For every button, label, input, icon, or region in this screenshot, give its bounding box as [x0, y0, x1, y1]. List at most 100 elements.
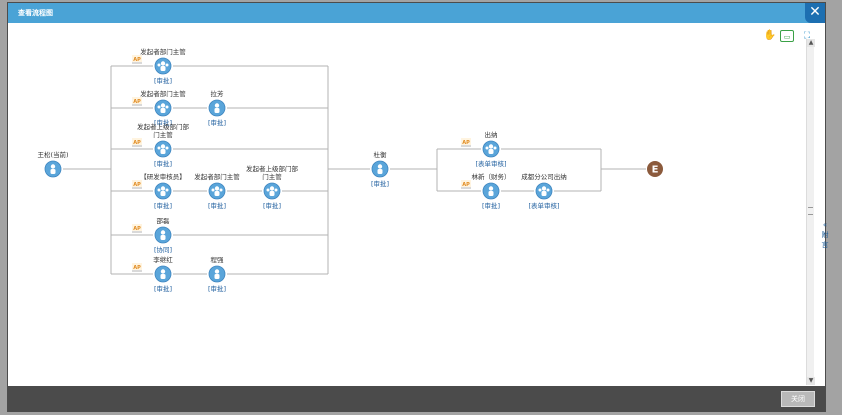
person-head-icon	[160, 61, 166, 66]
node-role: [协同]	[154, 245, 172, 254]
node-role: [审批]	[208, 118, 226, 127]
person-body-icon	[377, 169, 383, 174]
close-icon[interactable]: ✕	[805, 3, 825, 23]
ap-badge-icon: AP	[133, 182, 141, 188]
node-role: [审批]	[154, 159, 172, 168]
person-body-icon	[269, 191, 275, 196]
node-label: 王松(当前)	[37, 150, 68, 159]
dialog-title: 查看流程图	[18, 9, 53, 17]
node-label: 门主管	[262, 172, 282, 181]
person-head-icon	[165, 63, 169, 67]
ap-badge-icon: AP	[133, 265, 141, 271]
node-role: [表单审核]	[528, 201, 559, 210]
node-label: 【研发审核员】	[140, 172, 186, 181]
node-label: 发起者部门主管	[194, 172, 240, 181]
side-tab-label: 附 言	[821, 231, 829, 249]
person-body-icon	[50, 169, 56, 174]
node-role: [审批]	[482, 201, 500, 210]
person-head-icon	[160, 144, 166, 149]
person-head-icon	[488, 186, 494, 191]
person-head-icon	[485, 146, 489, 150]
end-node-label: E	[652, 165, 659, 176]
person-head-icon	[165, 188, 169, 192]
node-role: [审批]	[263, 201, 281, 210]
ap-badge-icon	[132, 55, 142, 62]
person-body-icon	[488, 191, 494, 196]
close-button[interactable]: 关闭	[781, 391, 815, 407]
side-tab-attachment[interactable]: « 附 言	[820, 220, 830, 250]
person-head-icon	[377, 164, 383, 169]
node-role: [审批]	[154, 201, 172, 210]
person-head-icon	[214, 186, 220, 191]
person-head-icon	[214, 269, 220, 274]
person-body-icon	[214, 274, 220, 279]
person-body-icon	[214, 191, 220, 196]
person-head-icon	[160, 230, 166, 235]
chevron-left-icon: «	[822, 221, 828, 229]
person-body-icon	[160, 108, 166, 113]
node-role: [审批]	[208, 284, 226, 293]
ap-badge-icon: AP	[462, 140, 470, 146]
person-body-icon	[488, 149, 494, 154]
person-head-icon	[157, 188, 161, 192]
person-body-icon	[160, 274, 166, 279]
person-body-icon	[214, 108, 220, 113]
person-head-icon	[160, 186, 166, 191]
end-node-icon[interactable]	[647, 161, 663, 177]
dialog-footer: 关闭	[8, 386, 825, 412]
person-head-icon	[165, 105, 169, 109]
person-body-icon	[541, 191, 547, 196]
hand-icon[interactable]: ✋	[763, 30, 777, 41]
person-head-icon	[157, 105, 161, 109]
ap-badge-icon	[461, 138, 471, 145]
node-role: [审批]	[154, 76, 172, 85]
person-head-icon	[493, 146, 497, 150]
person-body-icon	[160, 235, 166, 240]
node-label: 拉芳	[211, 89, 225, 98]
ap-badge-icon: AP	[462, 182, 470, 188]
node-role: [审批]	[154, 118, 172, 127]
node-label: 成都分公司出纳	[521, 172, 567, 181]
person-head-icon	[165, 146, 169, 150]
person-head-icon	[50, 164, 56, 169]
ap-badge-icon: AP	[133, 57, 141, 63]
node-role: [表单审核]	[475, 159, 506, 168]
node-label: 林新（财务）	[472, 172, 511, 181]
ap-badge-icon	[461, 180, 471, 187]
window-icon[interactable]: ▭	[780, 30, 794, 42]
node-role: [审批]	[371, 179, 389, 188]
person-head-icon	[214, 103, 220, 108]
scroll-grip[interactable]	[808, 207, 813, 215]
fit-screen-icon[interactable]: ⛶	[803, 31, 811, 41]
ap-badge-icon	[132, 180, 142, 187]
ap-badge-icon: AP	[133, 226, 141, 232]
person-head-icon	[546, 188, 550, 192]
person-head-icon	[269, 186, 275, 191]
node-label: 出纳	[485, 130, 498, 139]
flowchart-svg: 王松(当前)AP发起者部门主管[审批]AP发起者部门主管[审批]拉芳[审批]AP…	[37, 47, 663, 293]
node-label: 门主管	[153, 130, 173, 139]
person-head-icon	[274, 188, 278, 192]
ap-badge-icon: AP	[133, 99, 141, 105]
node-label: 发起者部门主管	[140, 89, 186, 98]
node-label: 发起者部门主管	[140, 47, 186, 56]
person-head-icon	[488, 144, 494, 149]
scroll-up-icon[interactable]: ▲	[807, 39, 815, 47]
node-label: 李继红	[153, 255, 173, 264]
ap-badge-icon	[132, 224, 142, 231]
person-head-icon	[157, 63, 161, 67]
ap-badge-icon	[132, 97, 142, 104]
node-role: [审批]	[154, 284, 172, 293]
node-label: 发起者上级部门部	[137, 122, 190, 131]
node-role: [审批]	[208, 201, 226, 210]
person-body-icon	[160, 149, 166, 154]
node-label: 杜衡	[374, 150, 388, 159]
scroll-down-icon[interactable]: ▼	[807, 377, 815, 385]
person-body-icon	[160, 191, 166, 196]
person-body-icon	[160, 66, 166, 71]
node-label: 邵磊	[157, 217, 171, 225]
vertical-scrollbar[interactable]: ▲ ▼	[806, 39, 815, 385]
person-head-icon	[266, 188, 270, 192]
dialog-titlebar: 查看流程图 ✕	[8, 3, 825, 23]
